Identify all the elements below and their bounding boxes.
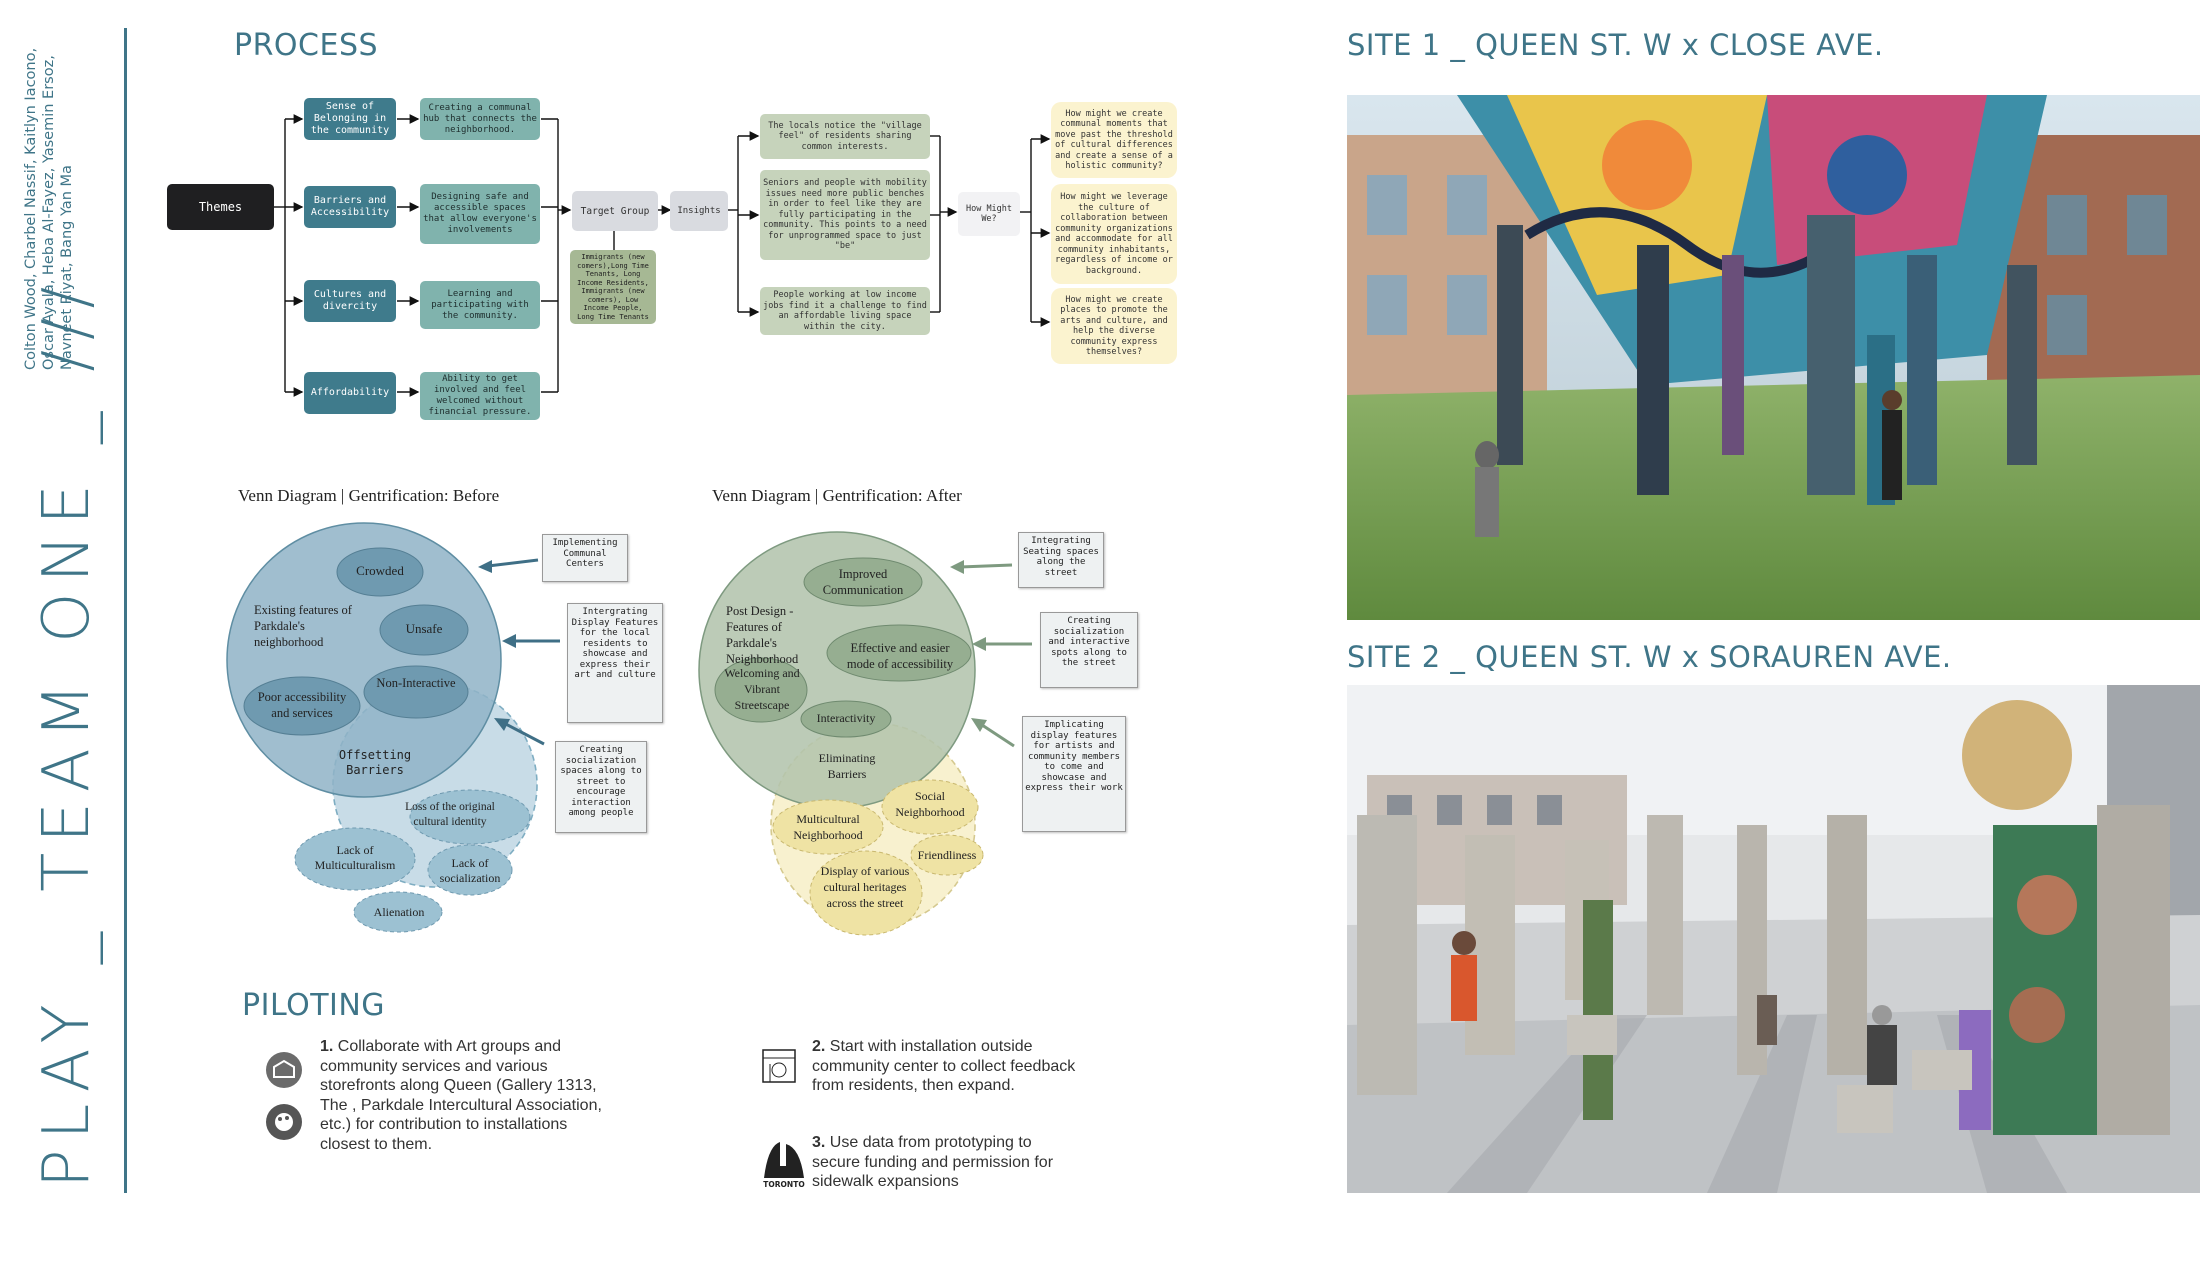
venn-after-lower-multicultural: Multicultural Neighborhood — [793, 812, 863, 842]
site-1-illustration — [1347, 95, 2200, 620]
hmw-question-arts: How might we create places to promote th… — [1051, 288, 1177, 364]
venn-after-item-accessibility: Effective and easier mode of accessibili… — [846, 641, 954, 671]
venn-after-item-streetscape: Welcoming and Vibrant Streetscape — [724, 666, 800, 712]
venn-after-note-seating: Integrating Seating spaces along the str… — [1018, 532, 1104, 588]
palette-icon — [275, 1113, 293, 1131]
insight-affordable-living: People working at low income jobs find i… — [760, 287, 930, 335]
venn-before-item-accessibility: Poor accessibility and services — [257, 690, 347, 720]
site-2-illustration — [1347, 685, 2200, 1193]
insight-village-feel: The locals notice the "village feel" of … — [760, 114, 930, 159]
sidebar-divider — [124, 28, 127, 1193]
venn-after-lower-heritage: Display of various cultural heritages ac… — [820, 864, 910, 910]
theme-node-affordability: Affordability — [304, 372, 396, 414]
process-heading: PROCESS — [234, 28, 379, 63]
venn-after-note-display: Implicating display features for artists… — [1022, 716, 1126, 832]
pilot-step-3: 3. Use data from prototyping to secure f… — [812, 1133, 1082, 1192]
venn-after-lower-social: Social Neighborhood — [895, 789, 965, 819]
pilot-icons — [266, 1052, 302, 1140]
theme-detail-belonging: Creating a communal hub that connects th… — [420, 98, 540, 140]
venn-before-title: Venn Diagram | Gentrification: Before — [238, 486, 500, 505]
venn-after-lower-label: Eliminating Barriers — [818, 751, 876, 781]
pilot-step-3-number: 3. — [812, 1134, 826, 1151]
site-1-rendering — [1347, 95, 2200, 620]
venn-before-lower-alienation: Alienation — [373, 905, 425, 919]
insight-seniors-benches: Seniors and people with mobility issues … — [760, 170, 930, 260]
site-1-title: SITE 1 _ QUEEN ST. W x CLOSE AVE. — [1347, 28, 1884, 62]
venn-after-item-interactivity: Interactivity — [816, 711, 876, 725]
toronto-logo-text: TORONTO — [763, 1180, 805, 1189]
venn-after-item-communication: Improved Communication — [822, 567, 904, 597]
how-might-we-node: How Might We? — [958, 192, 1020, 236]
pilot-step-2-text: Start with installation outside communit… — [812, 1038, 1076, 1094]
pilot-step-2: 2. Start with installation outside commu… — [812, 1037, 1082, 1096]
pilot-step-1-number: 1. — [320, 1038, 334, 1055]
theme-node-belonging: Sense of Belonging in the community — [304, 98, 396, 140]
venn-after-lower-friendliness: Friendliness — [917, 848, 977, 862]
themes-root-node: Themes — [167, 184, 274, 230]
hmw-question-collaboration: How might we leverage the culture of col… — [1051, 184, 1177, 284]
venn-before-item-unsafe: Unsafe — [405, 621, 443, 636]
venn-before-item-crowded: Crowded — [356, 563, 404, 578]
process-flow-connectors — [274, 114, 1051, 397]
site-2-rendering — [1347, 685, 2200, 1193]
venn-after-title: Venn Diagram | Gentrification: After — [712, 486, 962, 505]
venn-before-note-socialization: Creating socialization spaces along to s… — [555, 741, 647, 833]
theme-detail-cultures: Learning and participating with the comm… — [420, 281, 540, 329]
theme-node-barriers: Barriers and Accessibility — [304, 186, 396, 228]
venn-before-note-display: Intergrating Display Features for the lo… — [567, 603, 663, 723]
venn-before-item-noninteractive: Non-Interactive — [376, 676, 456, 690]
venn-before-lower-identity: Loss of the original cultural identity — [405, 801, 495, 828]
venn-after-note-socialization: Creating socialization and interactive s… — [1040, 612, 1138, 688]
site-2-title: SITE 2 _ QUEEN ST. W x SORAUREN AVE. — [1347, 640, 1952, 674]
target-group-detail: Immigrants (new comers),Long Time Tenant… — [570, 250, 656, 324]
pilot-step-3-text: Use data from prototyping to secure fund… — [812, 1134, 1054, 1190]
venn-after-circle-label: Post Design - Features of Parkdale's Nei… — [726, 604, 799, 666]
hmw-question-communal: How might we create communal moments tha… — [1051, 102, 1177, 178]
piloting-heading: PILOTING — [242, 988, 386, 1023]
target-group-node: Target Group — [572, 191, 658, 231]
venn-before-lower-socialization: Lack of socialization — [439, 856, 501, 885]
venn-before-lower-multiculturalism: Lack of Multiculturalism — [314, 843, 396, 872]
venn-before-lower-label: Offsetting Barriers — [338, 748, 412, 777]
venn-before-circle-label: Existing features of Parkdale's neighbor… — [254, 603, 352, 649]
theme-detail-affordability: Ability to get involved and feel welcome… — [420, 372, 540, 420]
toronto-city-hall-icon — [764, 1142, 804, 1178]
pilot-step-1: 1. Collaborate with Art groups and commu… — [320, 1037, 610, 1154]
author-list: Colton Wood, Charbel Nassif, Kaitlyn Iac… — [23, 47, 75, 370]
venn-after-graphic — [698, 531, 1032, 936]
storefront-icon — [273, 1059, 295, 1078]
venn-before-graphic — [226, 522, 560, 933]
venn-before-note-communal: Implementing Communal Centers — [542, 534, 628, 582]
insights-node: Insights — [670, 191, 728, 231]
project-title: PLAY _ TEAM ONE _ /// — [30, 276, 104, 1188]
pilot-step-1-text: Collaborate with Art groups and communit… — [320, 1038, 602, 1153]
pilot-step-2-number: 2. — [812, 1038, 826, 1055]
theme-detail-barriers: Designing safe and accessible spaces tha… — [420, 184, 540, 244]
theme-node-cultures: Cultures and divercity — [304, 280, 396, 322]
blueprint-icon — [762, 1049, 796, 1083]
